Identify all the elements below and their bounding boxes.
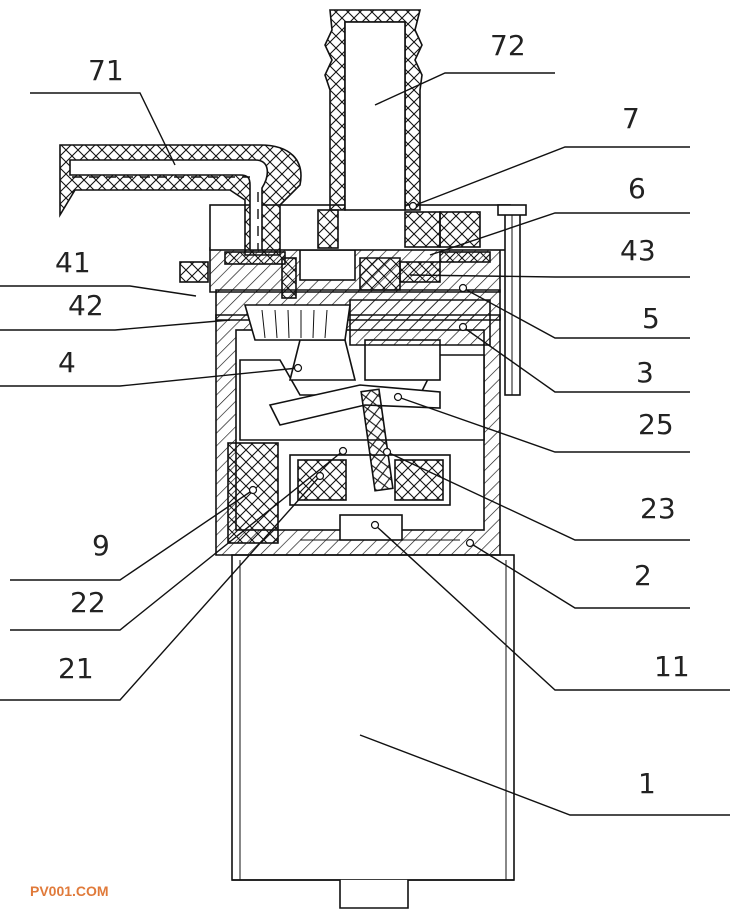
upper-chamber bbox=[215, 289, 501, 346]
label-25: 25 bbox=[638, 408, 674, 441]
outlet-pipe bbox=[324, 9, 423, 211]
label-6: 6 bbox=[628, 172, 646, 205]
filter-screen bbox=[261, 309, 328, 339]
watermark: PV001.COM bbox=[30, 883, 109, 899]
label-42: 42 bbox=[68, 289, 104, 322]
label-7: 7 bbox=[622, 102, 640, 135]
label-22: 22 bbox=[70, 586, 106, 619]
label-43: 43 bbox=[620, 234, 656, 267]
label-23: 23 bbox=[640, 492, 676, 525]
impeller-assembly bbox=[239, 339, 485, 492]
label-5: 5 bbox=[642, 302, 660, 335]
label-3: 3 bbox=[636, 356, 654, 389]
label-1: 1 bbox=[638, 767, 656, 800]
leader-dots bbox=[248, 201, 475, 548]
label-4: 4 bbox=[58, 346, 76, 379]
cover-assembly bbox=[179, 204, 511, 299]
label-41: 41 bbox=[55, 246, 91, 279]
label-72: 72 bbox=[490, 29, 526, 62]
label-71: 71 bbox=[88, 54, 124, 87]
label-9: 9 bbox=[92, 529, 110, 562]
label-11: 11 bbox=[654, 650, 690, 683]
label-2: 2 bbox=[634, 559, 652, 592]
label-21: 21 bbox=[58, 652, 94, 685]
side-bolt bbox=[497, 204, 527, 396]
leader-lines bbox=[0, 72, 730, 816]
inlet-pipe bbox=[59, 144, 302, 256]
motor-housing bbox=[231, 554, 515, 909]
